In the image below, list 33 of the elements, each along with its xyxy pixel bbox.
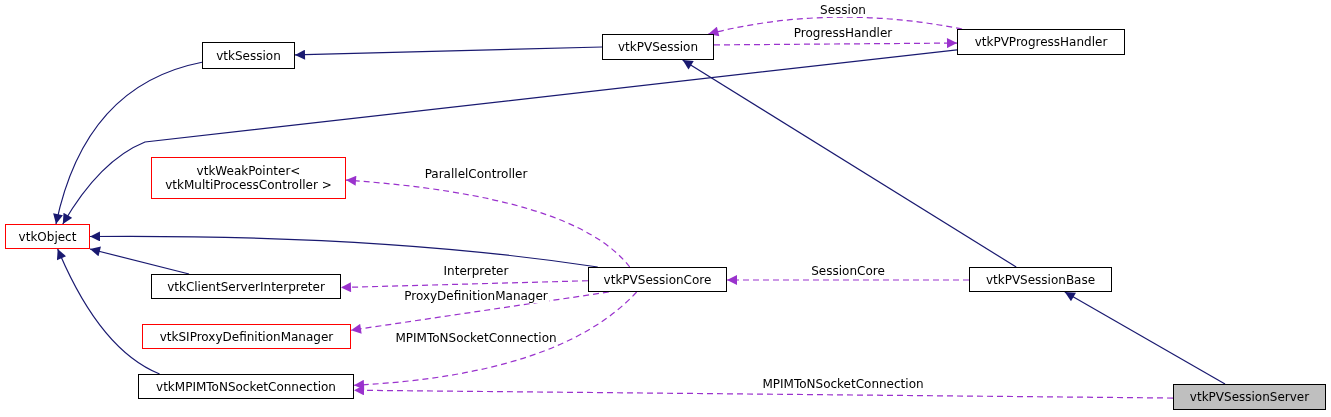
class-box: vtkPVSession [602, 34, 714, 60]
class-box: vtkPVSessionCore [588, 267, 727, 292]
edge-label: ParallelController [423, 168, 529, 181]
class-box: vtkMPIMToNSocketConnection [138, 374, 354, 399]
class-box: vtkSIProxyDefinitionManager [142, 324, 351, 349]
arrow [353, 291, 638, 390]
edge-label: MPIMToNSocketConnection [761, 378, 925, 391]
arrow [57, 248, 161, 375]
arrow [294, 46, 603, 60]
edge-label: MPIMToNSocketConnection [394, 332, 558, 345]
class-box: vtkPVProgressHandler [957, 29, 1125, 55]
arrow [713, 38, 958, 49]
class-box: vtkClientServerInterpreter [151, 274, 341, 299]
arrow [726, 275, 970, 285]
edge-label: ProgressHandler [792, 27, 894, 40]
arrow [1064, 291, 1226, 385]
arrow [89, 246, 190, 275]
class-box: vtkSession [202, 42, 295, 69]
arrow [62, 49, 958, 225]
arrow [340, 280, 589, 293]
edge-label: Session [819, 4, 867, 17]
class-box: vtkPVSessionBase [969, 267, 1112, 292]
class-box: vtkPVSessionServer [1173, 384, 1326, 410]
edge-label: Interpreter [442, 265, 510, 278]
arrow [53, 61, 203, 225]
edge-label: SessionCore [810, 265, 886, 278]
arrow [353, 385, 1174, 399]
arrow [682, 59, 1017, 268]
class-box: vtkObject [5, 224, 90, 249]
edge-label: ProxyDefinitionManager [403, 290, 549, 303]
class-box: vtkWeakPointer< vtkMultiProcessController > [151, 157, 346, 199]
arrow [345, 175, 631, 268]
arrow [707, 16, 963, 37]
